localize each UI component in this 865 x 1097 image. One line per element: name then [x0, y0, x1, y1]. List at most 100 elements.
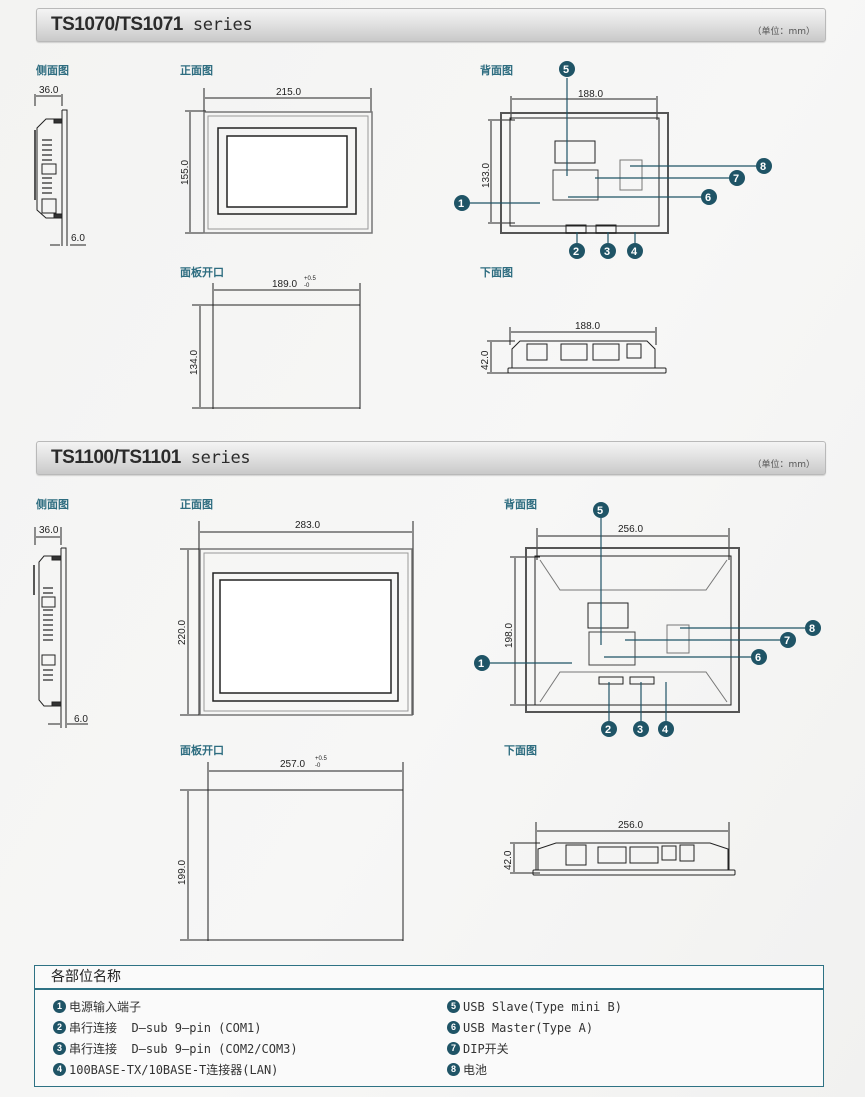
dim-cutout-width: 257.0	[280, 759, 305, 770]
callout-6: 6	[751, 649, 767, 665]
dim-bottom-height: 42.0	[480, 350, 491, 370]
back-view-label: 背面图	[504, 498, 537, 511]
callout-5: 5	[593, 502, 609, 518]
series-suffix: series	[190, 448, 251, 468]
svg-text:3: 3	[604, 246, 610, 258]
callout-7: 7	[780, 632, 796, 648]
dim-front-height: 155.0	[180, 160, 191, 185]
front-view-drawing-2: 283.0 220.0	[177, 520, 414, 716]
dim-cutout-width: 189.0	[272, 279, 297, 290]
svg-text:-0: -0	[304, 283, 310, 289]
callout-2: 2	[601, 721, 617, 737]
callout-1: 1	[454, 195, 470, 211]
callout-8: 8	[805, 620, 821, 636]
callout-2: 2	[569, 243, 585, 259]
dim-cutout-height: 199.0	[177, 860, 188, 885]
dim-side-depth: 36.0	[39, 525, 59, 536]
callout-number-icon: 3	[53, 1042, 66, 1055]
front-view-label: 正面图	[180, 498, 213, 511]
bottom-view-drawing-1: 188.0 42.0	[480, 321, 667, 374]
side-view-drawing-2: 36.0 6.0	[33, 525, 88, 728]
cutout-drawing-1: 189.0 +0.5 -0 134.0	[189, 276, 361, 409]
series-model: TS1070/TS1071	[51, 14, 183, 35]
svg-text:2: 2	[573, 246, 579, 258]
back-view-drawing-1: 188.0 133.0 5 8 7 6 1 2 3 4	[454, 61, 772, 259]
dim-front-width: 215.0	[276, 87, 301, 98]
callout-number-icon: 5	[447, 1000, 460, 1013]
callout-number-icon: 4	[53, 1063, 66, 1076]
side-view-label: 侧面图	[36, 498, 69, 511]
svg-text:1: 1	[458, 198, 464, 210]
svg-text:+0.5: +0.5	[315, 756, 328, 762]
callout-8: 8	[756, 158, 772, 174]
dim-front-width: 283.0	[295, 520, 320, 531]
cutout-view-label: 面板开口	[180, 744, 224, 757]
series-model: TS1100/TS1101	[51, 447, 181, 468]
dim-back-height: 198.0	[504, 623, 515, 648]
callout-7: 7	[729, 170, 745, 186]
series-suffix: series	[192, 15, 253, 35]
svg-text:5: 5	[597, 505, 603, 517]
callout-1: 1	[474, 655, 490, 671]
callout-number-icon: 1	[53, 1000, 66, 1013]
unit-note: （单位：mm）	[752, 460, 815, 470]
bottom-view-drawing-2: 256.0 42.0	[503, 820, 736, 876]
callout-3: 3	[600, 243, 616, 259]
callout-4: 4	[658, 721, 674, 737]
svg-text:4: 4	[631, 246, 638, 258]
back-view-drawing-2: 256.0 198.0 5 8 7 6 1 2 3 4	[474, 502, 821, 737]
svg-text:2: 2	[605, 724, 611, 736]
cutout-drawing-2: 257.0 +0.5 -0 199.0	[177, 756, 404, 941]
callout-number-icon: 8	[447, 1063, 460, 1076]
bottom-view-label: 下面图	[480, 266, 513, 279]
callout-number-icon: 2	[53, 1021, 66, 1034]
front-view-drawing-1: 215.0 155.0	[180, 87, 373, 234]
front-view-label: 正面图	[180, 64, 213, 77]
side-view-label: 侧面图	[36, 64, 69, 77]
side-view-drawing-1: 36.0 6.0	[34, 85, 86, 246]
callout-5: 5	[559, 61, 575, 77]
dim-side-bezel: 6.0	[74, 714, 88, 725]
dim-cutout-height: 134.0	[189, 350, 200, 375]
svg-text:6: 6	[755, 652, 761, 664]
cutout-view-label: 面板开口	[180, 266, 224, 279]
svg-text:7: 7	[784, 635, 790, 647]
dim-back-width: 256.0	[618, 524, 643, 535]
callout-number-icon: 6	[447, 1021, 460, 1034]
legend-title: 各部位名称	[35, 966, 823, 990]
svg-text:8: 8	[760, 161, 766, 173]
svg-text:1: 1	[478, 658, 484, 670]
svg-text:3: 3	[637, 724, 643, 736]
dim-front-height: 220.0	[177, 620, 188, 645]
dim-side-depth: 36.0	[39, 85, 59, 96]
dim-bottom-width: 188.0	[575, 321, 600, 332]
unit-note: （单位：mm）	[752, 27, 815, 37]
dim-back-height: 133.0	[481, 163, 492, 188]
svg-text:8: 8	[809, 623, 815, 635]
series-header-2: TS1100/TS1101 series （单位：mm）	[36, 441, 826, 475]
series-header-1: TS1070/TS1071 series （单位：mm）	[36, 8, 826, 42]
svg-text:6: 6	[705, 192, 711, 204]
svg-text:-0: -0	[315, 763, 321, 769]
svg-text:4: 4	[662, 724, 669, 736]
dim-back-width: 188.0	[578, 89, 603, 100]
svg-text:5: 5	[563, 64, 569, 76]
callout-3: 3	[633, 721, 649, 737]
dim-bottom-width: 256.0	[618, 820, 643, 831]
callout-4: 4	[627, 243, 643, 259]
callout-number-icon: 7	[447, 1042, 460, 1055]
dim-side-bezel: 6.0	[71, 233, 85, 244]
svg-text:+0.5: +0.5	[304, 276, 317, 282]
svg-text:7: 7	[733, 173, 739, 185]
dim-bottom-height: 42.0	[503, 850, 514, 870]
bottom-view-label: 下面图	[504, 744, 537, 757]
